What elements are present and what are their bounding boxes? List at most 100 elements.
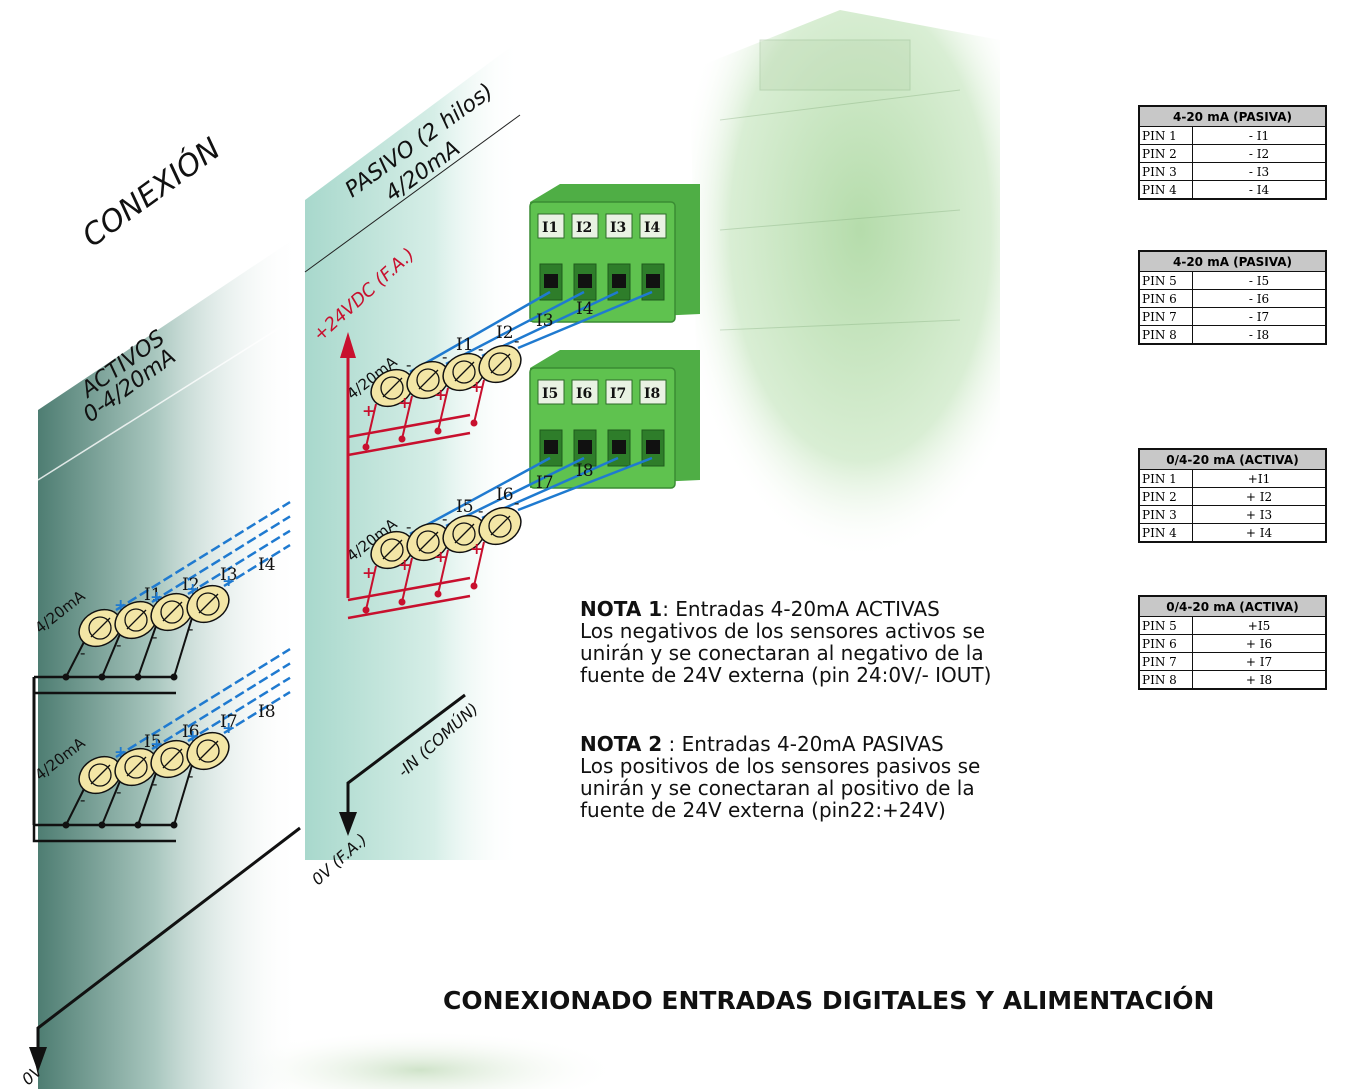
sensor-symbol bbox=[88, 763, 112, 787]
signal-wire bbox=[151, 515, 291, 604]
signal-cell: - I7 bbox=[1192, 307, 1327, 326]
input-label: I2 bbox=[496, 323, 514, 343]
pin-cell: PIN 6 bbox=[1138, 634, 1193, 653]
sensor-symbol bbox=[416, 530, 440, 554]
terminal-label-plate bbox=[537, 213, 565, 239]
supply-rail bbox=[347, 576, 471, 602]
sensor-arrow bbox=[90, 617, 111, 638]
supply-rail bbox=[347, 431, 471, 457]
signal-wire bbox=[115, 501, 291, 612]
active-panel-divider bbox=[37, 314, 301, 481]
pin-table-header: 0/4-20 mA (ACTIVA) bbox=[1138, 595, 1327, 617]
input-label: I8 bbox=[258, 702, 276, 722]
table-row: PIN 7+ I7 bbox=[1138, 652, 1327, 671]
signal-wire bbox=[115, 648, 291, 759]
note-title: NOTA 1 bbox=[580, 597, 663, 621]
junction bbox=[398, 435, 406, 443]
note-separator: : bbox=[662, 732, 682, 756]
minus-sign: - bbox=[514, 493, 519, 512]
note-title: NOTA 2 bbox=[580, 732, 663, 756]
plus-sign: + bbox=[470, 377, 483, 396]
plus-sign: + bbox=[362, 401, 375, 420]
signal-cell: - I5 bbox=[1192, 271, 1327, 290]
positive-lead bbox=[365, 565, 377, 611]
sensor-symbol bbox=[416, 368, 440, 392]
pin-cell: PIN 4 bbox=[1138, 523, 1193, 543]
terminal-body bbox=[529, 201, 676, 323]
positive-lead bbox=[437, 549, 449, 595]
terminal-screw bbox=[646, 274, 660, 288]
conexion-heading: CONEXIÓN bbox=[75, 130, 227, 255]
negative-lead bbox=[137, 772, 157, 826]
pin-cell: PIN 5 bbox=[1138, 271, 1193, 290]
junction bbox=[434, 427, 442, 435]
passive-sensor-group: 4/20mA+-I5+-I6+-I7+-I8 bbox=[343, 456, 653, 620]
sensor-symbol bbox=[452, 522, 476, 546]
sensor-symbol bbox=[124, 608, 148, 632]
input-label: I1 bbox=[456, 335, 474, 355]
terminal-label-plate bbox=[537, 379, 565, 405]
sensor-symbol bbox=[380, 538, 404, 562]
plus-sign: + bbox=[398, 555, 411, 574]
minus-sign: - bbox=[152, 627, 157, 646]
table-row: PIN 2- I2 bbox=[1138, 144, 1327, 163]
minus-sign: - bbox=[152, 774, 157, 793]
minus-sign: - bbox=[442, 347, 447, 366]
junction bbox=[362, 443, 370, 451]
terminal-screw bbox=[578, 440, 592, 454]
input-label: I4 bbox=[258, 555, 276, 575]
signal-wire bbox=[151, 662, 291, 751]
input-label: I5 bbox=[456, 497, 474, 517]
input-label: I3 bbox=[536, 311, 554, 331]
note-separator: : bbox=[662, 597, 676, 621]
sensor-arrow bbox=[490, 353, 511, 374]
signal-cell: + I7 bbox=[1192, 652, 1327, 671]
signal-cell: - I6 bbox=[1192, 289, 1327, 308]
pin-cell: PIN 8 bbox=[1138, 670, 1193, 690]
note-line: unirán y se conectaran al negativo de la bbox=[580, 641, 984, 665]
table-row: PIN 2+ I2 bbox=[1138, 487, 1327, 506]
note-line: Los positivos de los sensores pasivos se bbox=[580, 754, 981, 778]
junction bbox=[470, 582, 478, 590]
terminal-label-plate bbox=[605, 213, 633, 239]
signal-wire bbox=[223, 691, 291, 735]
positive-lead bbox=[401, 557, 413, 603]
signal-cell: + I6 bbox=[1192, 634, 1327, 653]
signal-cell: + I2 bbox=[1192, 487, 1327, 506]
minus-sign: - bbox=[478, 501, 483, 520]
pin-table-passive-1: 4-20 mA (PASIVA) PIN 1- I1 PIN 2- I2 PIN… bbox=[1138, 105, 1327, 200]
pin-cell: PIN 7 bbox=[1138, 307, 1193, 326]
signal-cell: +I5 bbox=[1192, 616, 1327, 635]
pin-cell: PIN 2 bbox=[1138, 144, 1193, 163]
signal-wire bbox=[187, 676, 291, 743]
terminal-label: I2 bbox=[576, 220, 592, 236]
table-row: PIN 8- I8 bbox=[1138, 325, 1327, 345]
sensor-arrow bbox=[418, 531, 439, 552]
note-line: unirán y se conectaran al positivo de la bbox=[580, 776, 975, 800]
terminal-screw bbox=[646, 440, 660, 454]
common-rail bbox=[32, 825, 176, 843]
sensor-arrow bbox=[490, 515, 511, 536]
sensor-arrow bbox=[126, 609, 147, 630]
pin-cell: PIN 2 bbox=[1138, 487, 1193, 506]
signal-wire bbox=[187, 529, 291, 596]
terminal-label-plate bbox=[571, 213, 599, 239]
sensor-symbol bbox=[488, 352, 512, 376]
terminal-screw bbox=[544, 274, 558, 288]
terminal-label-plate bbox=[639, 213, 667, 239]
input-label: I7 bbox=[220, 712, 238, 732]
sensor-symbol bbox=[380, 376, 404, 400]
minus-sign: - bbox=[188, 619, 193, 638]
note-line: Entradas 4-20mA ACTIVAS bbox=[675, 597, 940, 621]
plus-sign: + bbox=[222, 571, 235, 590]
positive-lead bbox=[437, 387, 449, 432]
sensor-arrow bbox=[382, 539, 403, 560]
terminal-label: I1 bbox=[542, 220, 558, 236]
input-label: I3 bbox=[220, 565, 238, 585]
terminal-body bbox=[529, 367, 676, 489]
negative-lead bbox=[173, 764, 193, 826]
minus-sign: - bbox=[80, 790, 85, 809]
